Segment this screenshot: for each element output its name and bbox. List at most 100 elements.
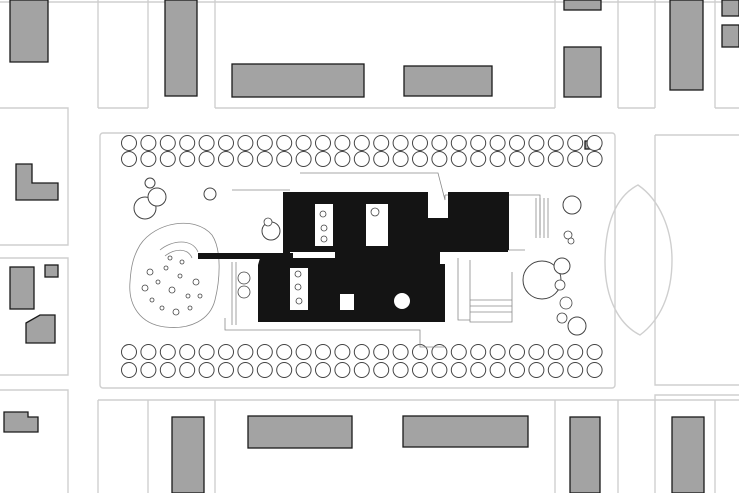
street-tree <box>470 151 487 167</box>
garden-tree <box>147 187 167 207</box>
new-building-west-wing <box>258 250 360 322</box>
street-tree <box>528 135 545 151</box>
street-tree <box>179 135 196 151</box>
street-tree <box>237 135 254 151</box>
road-edge-bottom <box>97 399 739 493</box>
street-tree <box>567 344 584 360</box>
street-tree <box>450 151 467 167</box>
courtyard-tree <box>294 270 302 278</box>
building-top-b <box>164 0 198 97</box>
street-tree <box>547 362 564 378</box>
street-tree <box>528 362 545 378</box>
street-tree <box>373 344 390 360</box>
building-top-c <box>231 63 365 98</box>
pond-stone <box>197 293 203 299</box>
new-building-footprint <box>198 192 509 322</box>
right-tree <box>567 316 587 336</box>
street-tree <box>315 151 331 167</box>
street-tree <box>276 362 293 378</box>
new-building-central <box>283 192 508 322</box>
building-left-k <box>9 266 35 310</box>
building-top-d <box>403 65 493 97</box>
street-tree <box>373 135 390 151</box>
pond-stone <box>187 305 193 311</box>
oval-plaza <box>604 184 673 336</box>
street-tree <box>237 362 254 378</box>
street-tree <box>586 344 603 360</box>
street-tree <box>218 344 234 360</box>
street-tree <box>509 135 525 151</box>
street-tree <box>373 362 390 378</box>
street-tree <box>353 362 370 378</box>
street-tree <box>198 362 215 378</box>
tree-rows <box>121 135 603 378</box>
street-tree <box>295 151 312 167</box>
street-tree <box>547 151 564 167</box>
street-tree <box>392 344 409 360</box>
right-tree <box>559 296 573 310</box>
street-tree <box>528 344 545 360</box>
garden-tree <box>237 271 251 285</box>
pond-inner-ring <box>159 241 199 253</box>
right-tree <box>567 237 575 245</box>
pond-stone <box>167 255 173 261</box>
street-tree <box>159 362 176 378</box>
street-tree <box>256 151 273 167</box>
plaza-outline-west <box>231 262 237 325</box>
building-top-h <box>721 0 739 17</box>
street-tree <box>431 135 448 151</box>
garden-tree <box>263 217 273 227</box>
pond-stone <box>141 284 149 292</box>
road-edge-top <box>0 0 739 109</box>
building-left-l <box>44 264 59 278</box>
street-tree <box>353 344 370 360</box>
street-tree <box>295 362 312 378</box>
street-tree <box>121 344 137 360</box>
street-tree <box>276 344 293 360</box>
building-top-left-a <box>9 0 49 63</box>
street-tree <box>412 362 428 378</box>
courtyard-tree <box>320 224 328 232</box>
street-tree <box>198 135 215 151</box>
street-tree <box>528 151 545 167</box>
street-tree <box>140 151 157 167</box>
building-top-i <box>721 24 739 48</box>
street-tree <box>567 362 584 378</box>
street-tree <box>586 151 603 167</box>
street-tree <box>450 344 467 360</box>
street-tree <box>509 362 525 378</box>
garden-area <box>129 177 281 328</box>
street-tree <box>218 135 234 151</box>
street-tree <box>121 362 137 378</box>
pond-stone <box>168 286 176 294</box>
street-tree <box>392 135 409 151</box>
street-tree <box>489 344 506 360</box>
street-tree <box>489 151 506 167</box>
street-tree <box>431 151 448 167</box>
street-tree <box>179 362 196 378</box>
street-tree <box>315 135 331 151</box>
street-tree <box>509 151 525 167</box>
street-tree <box>470 135 487 151</box>
pond-stone <box>155 279 161 285</box>
building-bottom-r <box>569 416 601 493</box>
street-tree <box>412 151 428 167</box>
street-tree <box>450 362 467 378</box>
street-tree <box>218 362 234 378</box>
street-tree <box>140 135 157 151</box>
street-tree <box>567 151 584 167</box>
street-tree <box>431 344 448 360</box>
pond-inner-ring <box>164 249 193 259</box>
pond-stone <box>149 297 155 303</box>
building-bottom-q <box>402 415 529 448</box>
road-edge-right <box>654 134 739 400</box>
street-tree <box>431 362 448 378</box>
building-left-n <box>3 411 39 433</box>
building-top-e <box>563 0 602 11</box>
street-tree <box>198 151 215 167</box>
pond-stones <box>141 255 203 316</box>
courtyard-e <box>394 293 410 309</box>
street-tree <box>256 135 273 151</box>
building-bottom-p <box>247 415 353 449</box>
